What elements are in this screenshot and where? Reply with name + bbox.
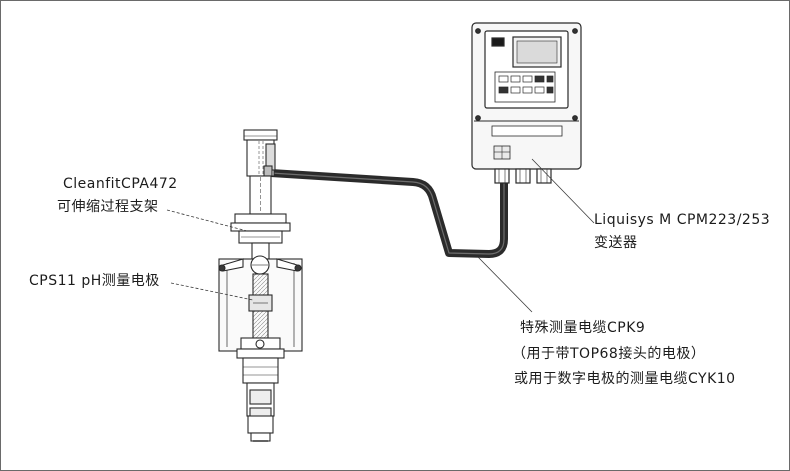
cable-label-type: 特殊测量电缆CPK9 [520, 320, 646, 336]
transmitter-label-model: Liquisys M CPM223/253 [594, 212, 771, 228]
measuring-cable [267, 169, 508, 258]
retractable-holder [218, 129, 303, 442]
holder-label-model: CleanfitCPA472 [63, 176, 178, 192]
cable-label-note: （用于带TOP68接头的电极） [512, 346, 706, 362]
cable-label-alternative: 或用于数字电极的测量电缆CYK10 [514, 371, 736, 387]
leader-lines [166, 158, 595, 313]
transmitter-label-description: 变送器 [594, 235, 638, 251]
holder-label-description: 可伸缩过程支架 [57, 199, 159, 215]
transmitter [471, 22, 582, 184]
sensor-label: CPS11 pH测量电极 [29, 273, 160, 289]
